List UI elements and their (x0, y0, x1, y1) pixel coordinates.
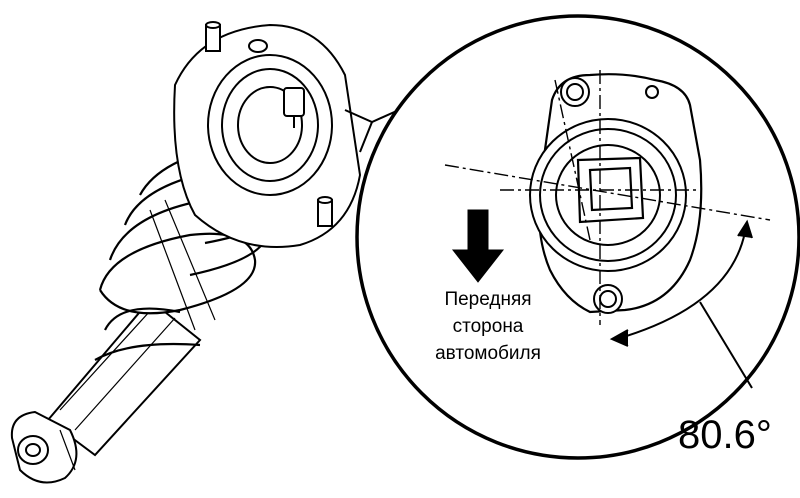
direction-label-line2: сторона (453, 316, 524, 337)
upper-mount (173, 21, 362, 248)
piston-rod-nut (283, 87, 305, 117)
detail-view: Передняя сторона автомобиля (355, 14, 800, 460)
angle-value: 80.6° (678, 413, 772, 457)
bolt-top (560, 77, 590, 107)
arrow-down-icon (451, 209, 505, 283)
slot-top-right (645, 85, 659, 99)
direction-label-line3: автомобиля (435, 343, 541, 364)
minor-axis-line (554, 79, 591, 241)
arc-arrowhead-top (737, 219, 753, 239)
mount-plate-outline (537, 73, 703, 314)
mount-stud-top (205, 21, 221, 52)
reference-lines (444, 70, 771, 325)
angle-arc (609, 219, 753, 347)
angle-leader (699, 301, 753, 389)
lower-eye-bushing (10, 410, 78, 484)
coil-spring (94, 143, 298, 361)
bolt-bottom (593, 284, 623, 314)
strut-assembly (10, 21, 362, 484)
direction-label-line1: Передняя (444, 289, 531, 310)
shock-body (46, 298, 202, 457)
slanted-centerline (444, 164, 771, 221)
arc-arrowhead-bottom (609, 329, 629, 347)
mount-stud-right (317, 196, 333, 227)
